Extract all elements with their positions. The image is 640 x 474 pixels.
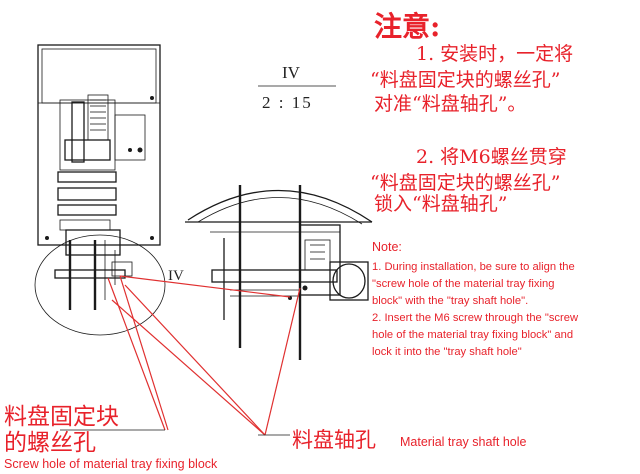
note-line-5: hole of the material tray fixing block" …: [372, 329, 573, 341]
callout-shaft-hole-zh: 料盘轴孔: [292, 428, 376, 452]
notice-line-6: 锁入“料盘轴孔”: [374, 193, 507, 215]
notice-line-1: 1. 安装时，一定将: [416, 43, 573, 65]
notice-line-3: 对准“料盘轴孔”。: [374, 93, 526, 115]
detail-enlarged-view: [185, 185, 373, 360]
callout-shaft-hole-en: Material tray shaft hole: [400, 435, 526, 449]
note-title: Note:: [372, 240, 402, 254]
notice-title: 注意:: [374, 10, 440, 43]
leader-lines: [60, 275, 301, 436]
note-line-4: 2. Insert the M6 screw through the "scre…: [372, 312, 579, 324]
detail-scale: 2 : 15: [262, 93, 313, 112]
note-line-2: "screw hole of the material tray fixing: [372, 278, 554, 290]
callout-fixing-block-zh-1: 料盘固定块: [4, 404, 119, 430]
machine-front-view: IV: [34, 44, 184, 336]
detail-label: IV: [282, 63, 301, 82]
callout-fixing-block-zh-2: 的螺丝孔: [4, 430, 96, 456]
note-line-1: 1. During installation, be sure to align…: [372, 261, 575, 273]
notice-line-4: 2. 将M6螺丝贯穿: [416, 146, 567, 168]
note-line-6: lock it into the "tray shaft hole": [372, 346, 522, 358]
notice-line-2: “料盘固定块的螺丝孔”: [370, 69, 560, 91]
notice-line-5: “料盘固定块的螺丝孔”: [370, 172, 560, 194]
callout-fixing-block-en: Screw hole of material tray fixing block: [4, 457, 218, 471]
note-line-3: block" with the "tray shaft hole".: [372, 295, 528, 307]
detail-circle-label: IV: [168, 268, 184, 284]
